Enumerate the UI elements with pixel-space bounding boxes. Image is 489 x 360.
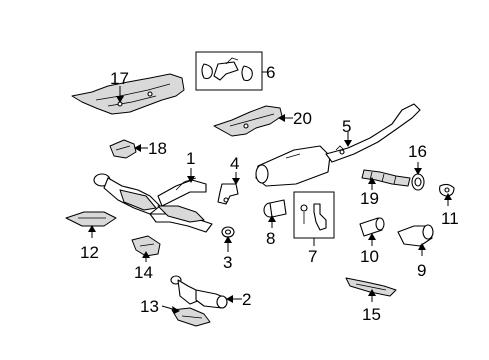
callout-4: 4 — [230, 154, 239, 173]
callout-13: 13 — [140, 297, 159, 316]
arrow-11 — [444, 193, 452, 200]
part-11-hanger — [439, 183, 455, 197]
part-19-flex-pipe — [361, 169, 411, 187]
callout-5: 5 — [342, 117, 351, 136]
arrow-1 — [187, 176, 195, 183]
callout-8: 8 — [266, 229, 275, 248]
callout-2: 2 — [242, 290, 251, 309]
callout-14: 14 — [134, 263, 153, 282]
arrow-8 — [268, 215, 276, 222]
arrow-13 — [172, 306, 180, 314]
part-5-muffler-tailpipe — [255, 103, 421, 187]
arrow-15 — [368, 289, 376, 296]
part-20-heat-shield — [213, 105, 283, 137]
callout-16: 16 — [408, 142, 427, 161]
part-16-gasket — [411, 173, 425, 191]
arrow-5 — [344, 140, 352, 147]
part-14-bracket — [131, 235, 161, 257]
part-17-heat-shield — [71, 73, 185, 115]
arrow-20 — [278, 114, 285, 122]
callout-15: 15 — [362, 305, 381, 324]
arrow-3 — [224, 236, 232, 243]
part-9-tailpipe-extension — [397, 224, 434, 247]
arrow-19 — [368, 177, 376, 184]
callout-6: 6 — [266, 63, 275, 82]
arrow-14 — [142, 251, 150, 258]
part-13-heat-shield — [171, 307, 211, 327]
part-15-heat-shield — [345, 277, 397, 297]
callout-12: 12 — [80, 243, 99, 262]
part-8-clamp — [263, 199, 287, 218]
arrow-16 — [414, 168, 422, 175]
callout-10: 10 — [360, 247, 379, 266]
callout-11: 11 — [441, 209, 459, 228]
arrow-4 — [232, 178, 240, 185]
callout-9: 9 — [417, 261, 426, 280]
arrow-10 — [368, 233, 376, 240]
callout-17: 17 — [110, 69, 129, 88]
part-6-hanger-kit-box — [195, 51, 263, 91]
callout-19: 19 — [360, 189, 379, 208]
callout-7: 7 — [308, 247, 317, 266]
callout-3: 3 — [223, 253, 232, 272]
arrow-18 — [134, 144, 141, 152]
part-4-bracket — [217, 183, 239, 205]
part-18-bracket — [109, 139, 137, 159]
arrow-2 — [226, 295, 233, 303]
part-10-exhaust-tip — [359, 217, 385, 237]
part-2-resonator — [170, 275, 228, 309]
part-1-catalytic-converter-assembly — [93, 173, 213, 233]
callout-18: 18 — [148, 139, 167, 158]
arrow-9 — [418, 243, 426, 250]
callout-20: 20 — [293, 109, 312, 128]
callout-1: 1 — [186, 149, 195, 168]
part-7-hanger-set-box — [293, 191, 335, 239]
part-12-heat-shield — [65, 211, 117, 227]
part-3-gasket — [221, 226, 235, 238]
arrow-17 — [116, 96, 124, 103]
arrow-12 — [88, 225, 96, 232]
